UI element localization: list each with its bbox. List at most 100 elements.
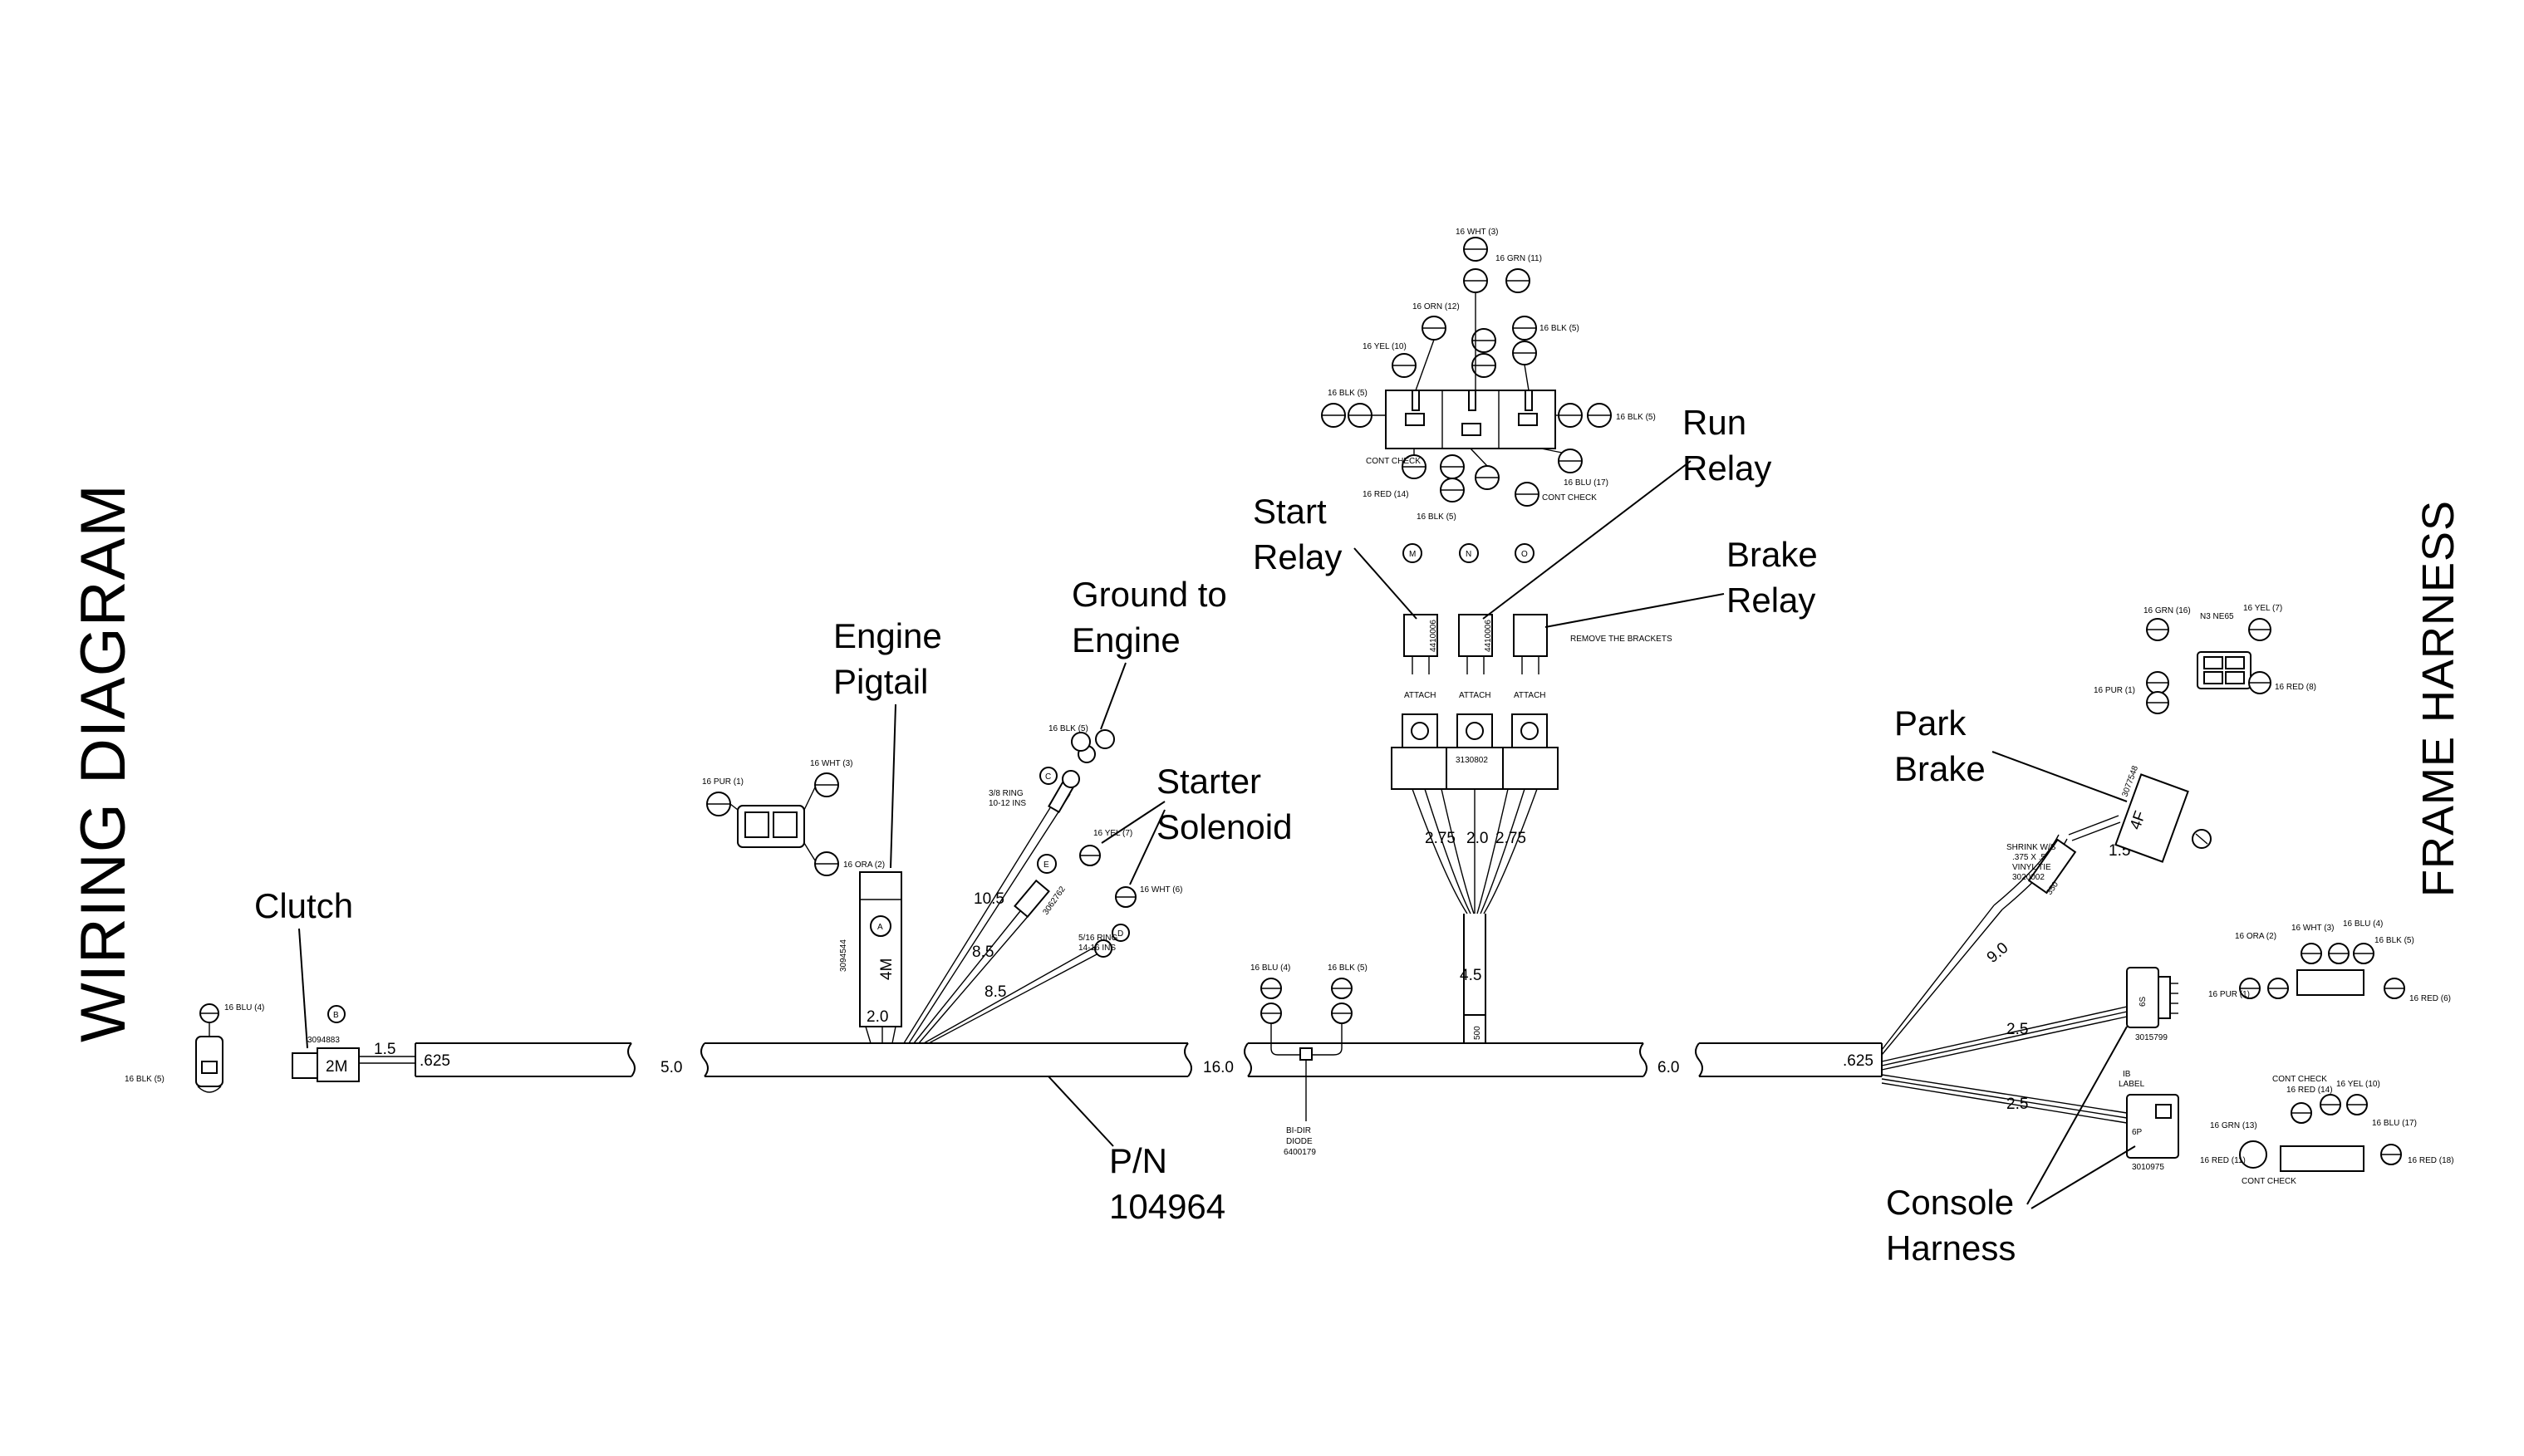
ib-label-line2: LABEL: [2119, 1080, 2145, 1089]
main-harness-trunk: [415, 1042, 1883, 1077]
wire-park-grn: 16 GRN (16): [2143, 606, 2191, 615]
diode-line3: 6400179: [1284, 1148, 1316, 1157]
wire-cons-pur: 16 PUR (1): [2208, 990, 2250, 999]
console-connector-a-code: 6S: [2139, 996, 2148, 1007]
console-mating-a: [2296, 969, 2364, 996]
ground-solenoid-group: 3/8 RING 10-12 INS C 16 BLK (5) 10.5 306…: [903, 575, 1292, 1044]
relay-cont-check-a: CONT CHECK: [1366, 457, 1421, 466]
dim-500: 500: [1473, 1026, 1482, 1040]
diode-line2: DIODE: [1286, 1137, 1313, 1146]
wire-clutch-bottom: 16 BLK (5): [125, 1075, 165, 1084]
callout-brake-relay-line1: Brake: [1726, 535, 1818, 574]
wire-cons-yel: 16 YEL (10): [2336, 1080, 2380, 1089]
dim-2-5-a: 2.5: [2006, 1021, 2028, 1038]
run-relay: [1458, 614, 1493, 657]
callout-pn-line1: P/N: [1109, 1141, 1167, 1180]
dim-8-5-a: 8.5: [972, 944, 994, 961]
wire-pig-ora: 16 ORA (2): [843, 860, 885, 870]
brake-relay: [1513, 614, 1548, 657]
clutch-connector-group: 16 BLU (4) 16 BLK (5) 2M 3094883 B 1.5 C…: [125, 886, 415, 1093]
attach-run: ATTACH: [1459, 691, 1491, 700]
dim-5-0: 5.0: [660, 1059, 682, 1076]
wire-sol-yel: 16 YEL (7): [1093, 829, 1132, 838]
start-relay-socket: [1391, 747, 1447, 790]
callout-solenoid-line2: Solenoid: [1156, 807, 1292, 846]
tag-e: E: [1043, 860, 1049, 870]
dim-6-0: 6.0: [1657, 1059, 1679, 1076]
diode-body: [1299, 1047, 1313, 1061]
wire-relay-wht: 16 WHT (3): [1456, 228, 1499, 237]
cons-cont-check-bottom: CONT CHECK: [2242, 1177, 2296, 1186]
console-connector-b-code: 6P: [2132, 1128, 2143, 1137]
dim-4-5: 4.5: [1460, 967, 1481, 984]
dim-2-5-b: 2.5: [2006, 1096, 2028, 1113]
wire-relay-grn: 16 GRN (11): [1495, 254, 1542, 263]
wire-relay-yel: 16 YEL (10): [1363, 342, 1407, 351]
engine-pigtail-group: 16 PUR (1) 16 WHT (3) 16 ORA (2) A 4M 30…: [702, 616, 942, 1044]
dim-9-0: 9.0: [1984, 939, 2012, 967]
console-mating-b: [2280, 1145, 2364, 1172]
callout-clutch: Clutch: [254, 886, 353, 925]
callout-ground-line2: Engine: [1072, 620, 1181, 659]
relay-drop-group: 500 4.5 2.75 2.0 2.75 3130802 4410006 44…: [1253, 403, 1818, 1044]
tag-d: D: [1117, 929, 1123, 939]
ring-b-line1: 5/16 RING: [1078, 934, 1117, 943]
wire-cons-grn: 16 GRN (13): [2210, 1121, 2257, 1130]
shrink-line3: VINYL TIE: [2012, 863, 2051, 872]
shrink-sleeve: [2027, 838, 2077, 895]
wire-relay-orn: 16 ORN (12): [1412, 302, 1460, 311]
dim-2-75-b: 2.75: [1495, 830, 1526, 847]
relay-terminal-circles: [1321, 237, 1612, 507]
wire-relay-blk-far: 16 BLK (5): [1616, 413, 1656, 422]
relay-side-a: 4410006: [1429, 620, 1438, 652]
relay-cont-check-b: CONT CHECK: [1542, 493, 1597, 502]
dim-625-right: .625: [1843, 1052, 1873, 1070]
wire-clutch-top: 16 BLU (4): [224, 1003, 264, 1012]
wire-pig-pur: 16 PUR (1): [702, 777, 744, 787]
shrink-line2: .375 X .5: [2012, 853, 2045, 862]
dim-2-0-pigtail: 2.0: [867, 1008, 888, 1026]
relay-socket-part-number: 3130802: [1456, 756, 1488, 765]
wire-gnd: 16 BLK (5): [1048, 724, 1088, 733]
callout-engine-pigtail-line1: Engine: [833, 616, 942, 655]
callout-park-brake-line1: Park: [1894, 703, 1967, 743]
dim-8-5-b: 8.5: [985, 983, 1006, 1001]
ring-a-line1: 3/8 RING: [989, 789, 1024, 798]
console-part-number-b: 3010975: [2132, 1163, 2164, 1172]
callout-park-brake-line2: Brake: [1894, 749, 1986, 788]
wire-cons-wht: 16 WHT (3): [2291, 924, 2335, 933]
wire-diode-blk: 16 BLK (5): [1328, 963, 1368, 973]
clutch-connector: [317, 1047, 360, 1082]
ring-b-line2: 14-16 INS: [1078, 944, 1116, 953]
tag-m: M: [1409, 550, 1416, 559]
pigtail-connector: [859, 871, 902, 1027]
callout-brake-relay-line2: Relay: [1726, 581, 1815, 620]
attach-brake: ATTACH: [1514, 691, 1546, 700]
park-brake-connector: [2114, 773, 2189, 863]
callout-start-relay-line2: Relay: [1253, 537, 1342, 576]
wire-cons-ora: 16 ORA (2): [2235, 932, 2276, 941]
wire-cons-blu17: 16 BLU (17): [2372, 1119, 2417, 1128]
console-mating-b-circles: [2239, 1094, 2402, 1169]
callout-pn-line2: 104964: [1109, 1187, 1225, 1226]
tag-o: O: [1521, 550, 1528, 559]
clutch-connector-code: 2M: [326, 1058, 347, 1076]
start-relay: [1403, 614, 1438, 657]
relay-side-b: 4410006: [1484, 620, 1493, 652]
wire-diode-blu: 16 BLU (4): [1250, 963, 1290, 973]
solenoid-ring-terminal: [1094, 939, 1112, 958]
tag-a: A: [877, 923, 883, 932]
dim-2-75-a: 2.75: [1425, 830, 1456, 847]
right-branch-group: 350 9.0 SHRINK W/S .375 X .5 VINYL TIE 3…: [1881, 604, 2454, 1267]
callout-console-line1: Console: [1886, 1183, 2014, 1222]
callout-start-relay-line1: Start: [1253, 492, 1327, 531]
dim-2-0-relay: 2.0: [1466, 830, 1488, 847]
wire-cons-red18: 16 RED (18): [2408, 1156, 2454, 1165]
tag-c: C: [1045, 772, 1051, 782]
callout-run-relay-line2: Relay: [1682, 449, 1771, 488]
ib-label-line1: IB: [2123, 1070, 2131, 1079]
diagram-subtitle: FRAME HARNESS: [2414, 500, 2463, 897]
diode-line1: BI-DIR: [1286, 1126, 1311, 1135]
callout-ground-line1: Ground to: [1072, 575, 1227, 614]
